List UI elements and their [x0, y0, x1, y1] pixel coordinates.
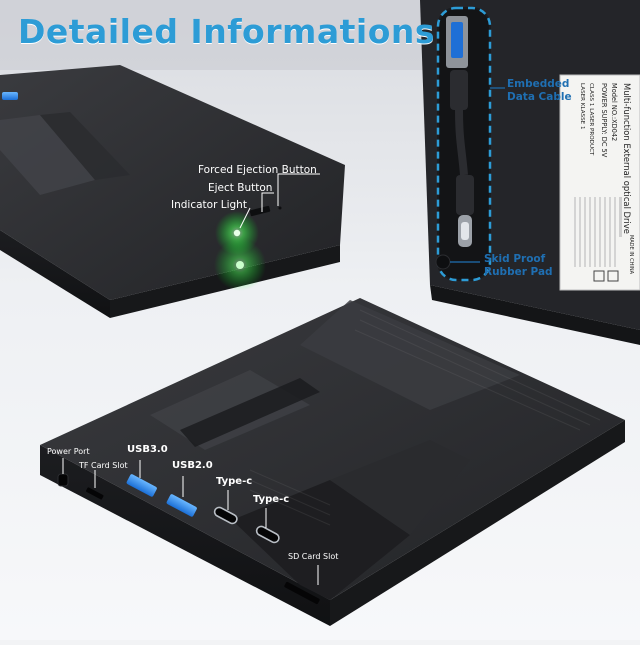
sticker-line-1: Multi-function External optical Drive	[622, 83, 632, 234]
embedded-cable-label-2: Data Cable	[507, 91, 572, 103]
main-drive	[40, 298, 625, 626]
fcc-mark-icon	[593, 270, 605, 282]
skid-pad-label-2: Rubber Pad	[484, 266, 553, 278]
tf-card-slot-label: TF Card Slot	[79, 461, 128, 470]
rubber-pad	[435, 254, 451, 270]
forced-eject-hole	[278, 206, 282, 210]
sticker-line-2: Model NO.:XD042	[610, 83, 618, 141]
ce-mark-icon	[607, 270, 619, 282]
callout-line-eject	[261, 192, 274, 212]
sd-card-slot-label: SD Card Slot	[288, 552, 339, 561]
indicator-light-label: Indicator Light	[171, 199, 247, 211]
callout-line-forced	[277, 173, 320, 206]
product-sticker: Multi-function External optical Drive Mo…	[559, 74, 640, 291]
type-c-port-1	[213, 506, 238, 525]
usb2-label: USB2.0	[172, 460, 213, 471]
usb3-label: USB3.0	[127, 444, 168, 455]
top-usb-port	[2, 92, 18, 100]
eject-button	[249, 205, 271, 217]
usb3-port	[126, 474, 157, 497]
eject-button-label: Eject Button	[208, 182, 273, 194]
forced-ejection-label: Forced Ejection Button	[198, 164, 317, 176]
bottom-view-drive: Multi-function External optical Drive Mo…	[420, 0, 640, 345]
type-c-label-2: Type-c	[253, 494, 290, 505]
skid-pad-label-1: Skid Proof	[484, 253, 546, 265]
embedded-cable-label-1: Embedded	[507, 78, 570, 90]
callout-line-indicator	[239, 207, 251, 229]
power-port-label: Power Port	[47, 447, 90, 456]
type-c-label-1: Type-c	[216, 476, 253, 487]
top-drive	[0, 65, 345, 318]
sticker-line-4: CLASS 1 LASER PRODUCT	[588, 83, 594, 156]
type-c-port-2	[255, 525, 280, 544]
power-port	[57, 473, 69, 487]
usb2-port	[166, 494, 197, 517]
cable-recess-highlight	[436, 6, 492, 282]
sticker-line-3: POWER SUPPLY: DC 5V	[600, 83, 608, 158]
page-title: Detailed Informations	[18, 12, 436, 51]
sd-card-slot	[284, 581, 320, 605]
sticker-made-in: MADE IN CHINA	[628, 235, 634, 275]
tf-card-slot	[85, 487, 104, 500]
sticker-line-5: LASER KLASSE 1	[579, 83, 585, 130]
indicator-light	[233, 229, 241, 237]
